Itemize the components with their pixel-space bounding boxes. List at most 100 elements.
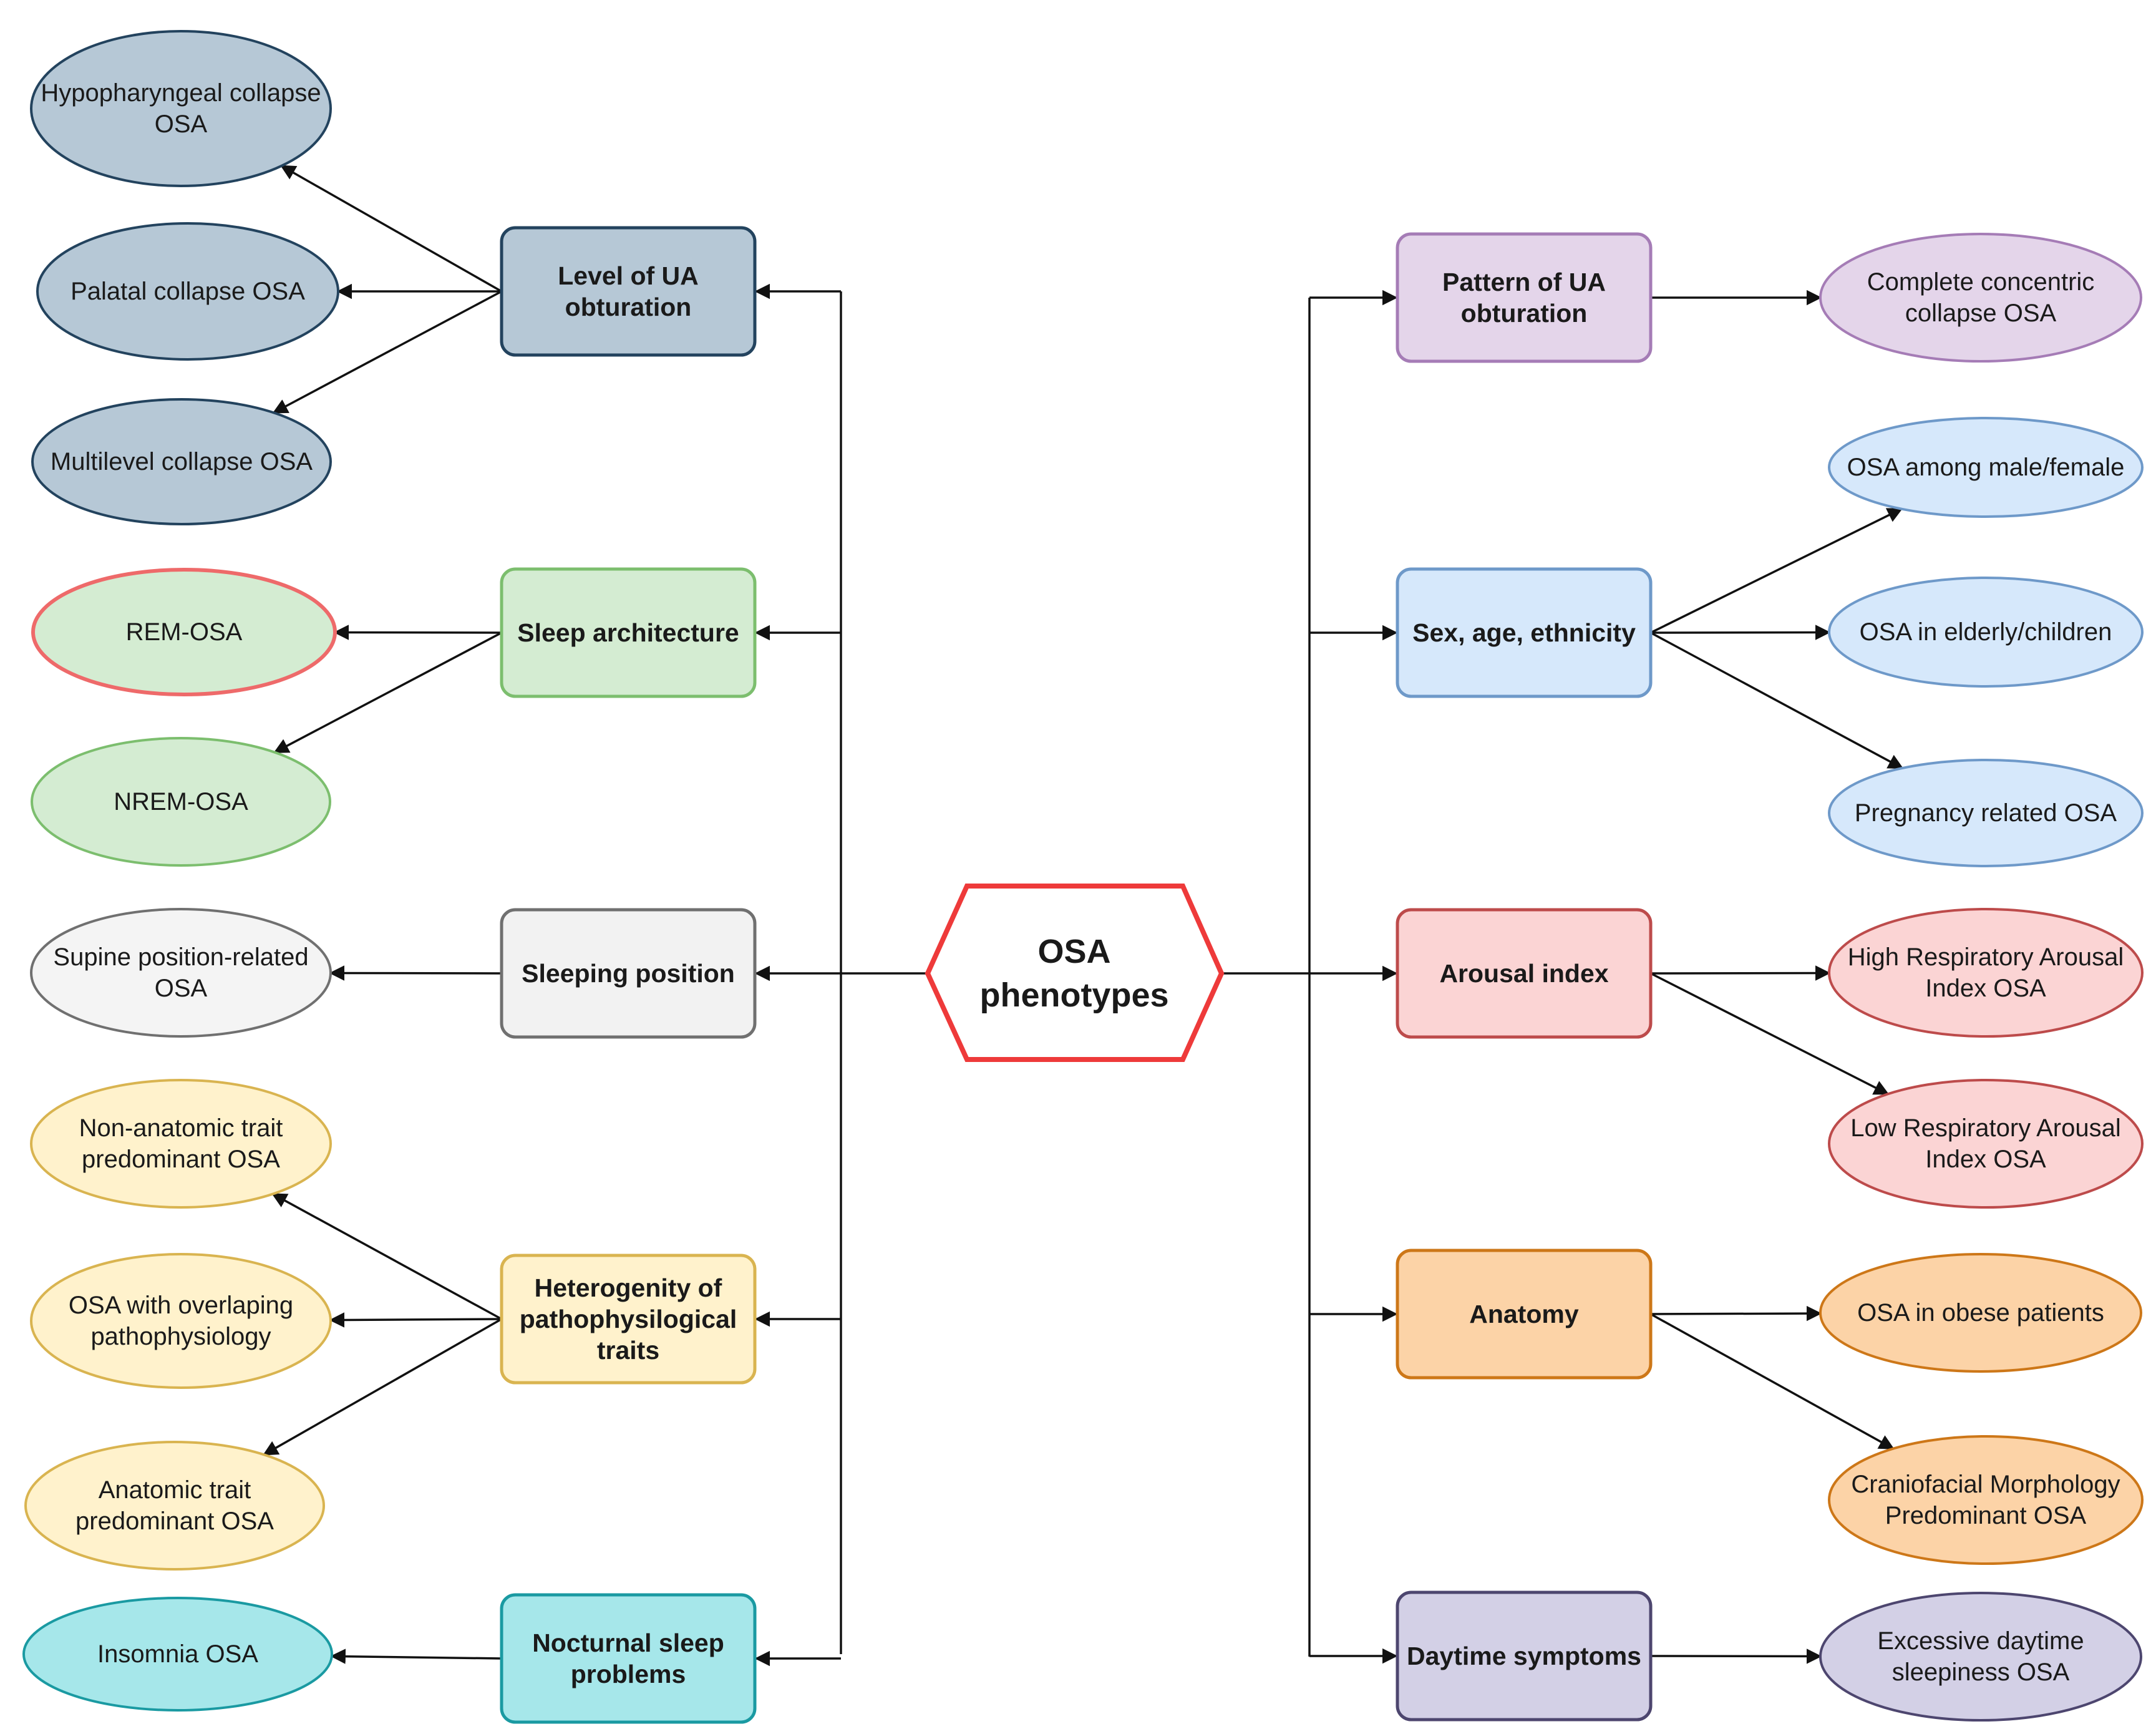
leaf-label-anattrait-line-1: Anatomic trait (99, 1476, 251, 1504)
leaf-ellipse-supine (30, 908, 332, 1038)
leaf-ellipse-daytimesleep (1819, 1592, 2142, 1722)
center-label-line-2: phenotypes (979, 977, 1168, 1014)
leaf-ellipse-cranio (1828, 1435, 2144, 1565)
category-label-sex_age-line-1: Sex, age, ethnicity (1412, 618, 1636, 647)
leaf-node-pregnancy: Pregnancy related OSA (1828, 759, 2144, 867)
category-box-pattern_ua (1396, 232, 1653, 363)
category-label-nocturnal-line-2: problems (571, 1660, 686, 1688)
category-label-hetero-line-1: Heterogenity of (535, 1274, 722, 1302)
leaf-node-palatal: Palatal collapse OSA (36, 222, 339, 361)
category-node-arousal: Arousal index (1396, 908, 1653, 1039)
leaf-label-anattrait-line-2: predominant OSA (75, 1507, 274, 1535)
category-node-sleep_arch: Sleep architecture (500, 567, 757, 698)
category-box-hetero (500, 1254, 757, 1385)
category-label-hetero-line-3: traits (597, 1336, 659, 1365)
leaf-label-cranio-line-1: Craniofacial Morphology (1851, 1471, 2120, 1498)
leaf-ellipse-lowarousal (1828, 1079, 2144, 1209)
category-node-pattern_ua: Pattern of UA obturation (1396, 232, 1653, 363)
edge-hetero-to-overlap (329, 1312, 502, 1328)
category-label-sleep_arch-line-1: Sleep architecture (517, 618, 739, 647)
category-box-level_ua (500, 226, 757, 357)
category-label-pattern_ua-line-2: obturation (1461, 299, 1588, 328)
category-node-daytime: Daytime symptoms (1396, 1590, 1653, 1722)
center-hexagon (925, 884, 1225, 1062)
leaf-label-nonanat-line-2: predominant OSA (82, 1146, 280, 1173)
leaf-node-rem: REM-OSA (31, 568, 337, 696)
category-label-hetero-line-2: pathophysilogical (520, 1305, 737, 1333)
leaf-node-insomnia: Insomnia OSA (22, 1597, 333, 1712)
category-label-pattern_ua-line-1: Pattern of UA (1442, 268, 1606, 296)
leaf-label-malefemale-line-1: OSA among male/female (1847, 454, 2125, 481)
category-label-arousal-line-1: Arousal index (1439, 959, 1608, 988)
category-label-sleep_pos-line-1: Sleeping position (522, 959, 735, 988)
edge-nocturnal-to-insomnia (330, 1649, 502, 1664)
center-node: OSA phenotypes (925, 884, 1225, 1062)
leaf-ellipse-hypo (30, 30, 332, 187)
category-label-level_ua-line-2: obturation (565, 293, 692, 321)
leaf-ellipse-multilevel (31, 398, 332, 525)
leaf-node-daytimesleep: Excessive daytime sleepiness OSA (1819, 1592, 2142, 1722)
leaf-ellipse-concentric (1819, 233, 2142, 363)
leaf-label-higharousal-line-1: High Respiratory Arousal (1848, 943, 2124, 971)
leaf-ellipse-pregnancy (1828, 759, 2144, 867)
edge-hetero-to-anattrait (263, 1318, 502, 1456)
leaf-label-higharousal-line-2: Index OSA (1925, 975, 2046, 1002)
leaf-label-nonanat-line-1: Non-anatomic trait (79, 1114, 283, 1142)
connector-edges (263, 165, 1904, 1667)
leaf-node-anattrait: Anatomic trait predominant OSA (24, 1441, 325, 1571)
edge-level_ua-to-multilevel (272, 290, 502, 414)
category-label-nocturnal-line-1: Nocturnal sleep (532, 1629, 724, 1657)
edge-anatomy-to-obese (1650, 1305, 1822, 1322)
category-node-sex_age: Sex, age, ethnicity (1396, 567, 1653, 698)
leaf-ellipse-anattrait (24, 1441, 325, 1571)
leaf-label-nrem-line-1: NREM-OSA (114, 788, 248, 816)
leaf-ellipse-rem (31, 568, 337, 696)
leaf-node-elderly: OSA in elderly/children (1828, 577, 2144, 688)
leaf-label-supine-line-2: OSA (155, 975, 208, 1002)
leaf-node-obese: OSA in obese patients (1819, 1253, 2142, 1373)
category-label-anatomy-line-1: Anatomy (1469, 1300, 1579, 1328)
leaf-label-cranio-line-2: Predominant OSA (1885, 1502, 2087, 1529)
leaf-label-pregnancy-line-1: Pregnancy related OSA (1855, 799, 2117, 827)
category-box-daytime (1396, 1590, 1653, 1722)
leaf-ellipse-obese (1819, 1253, 2142, 1373)
category-node-hetero: Heterogenity of pathophysilogical traits (500, 1254, 757, 1385)
edge-sleep_arch-to-rem (333, 625, 502, 640)
leaf-ellipse-nonanat (30, 1079, 332, 1209)
leaf-node-nonanat: Non-anatomic trait predominant OSA (30, 1079, 332, 1209)
leaf-label-insomnia-line-1: Insomnia OSA (97, 1640, 258, 1668)
leaf-label-obese-line-1: OSA in obese patients (1857, 1299, 2104, 1327)
edge-sex_age-to-elderly (1650, 625, 1831, 640)
edge-anatomy-to-cranio (1650, 1313, 1895, 1450)
leaf-ellipse-overlap (30, 1253, 332, 1389)
leaf-label-daytimesleep-line-1: Excessive daytime (1877, 1627, 2084, 1655)
category-box-sex_age (1396, 567, 1653, 698)
leaf-node-malefemale: OSA among male/female (1828, 417, 2144, 518)
leaf-label-concentric-line-1: Complete concentric (1867, 268, 2095, 296)
leaf-ellipse-higharousal (1828, 908, 2144, 1038)
leaf-label-elderly-line-1: OSA in elderly/children (1860, 618, 2112, 646)
category-node-sleep_pos: Sleeping position (500, 908, 757, 1039)
leaf-ellipse-nrem (31, 737, 331, 867)
leaf-label-lowarousal-line-1: Low Respiratory Arousal (1850, 1114, 2121, 1142)
edge-arousal-to-lowarousal (1650, 972, 1890, 1095)
edge-hetero-to-nonanat (271, 1192, 502, 1320)
leaf-label-overlap-line-2: pathophysiology (90, 1323, 271, 1350)
leaf-label-hypo-line-1: Hypopharyngeal collapse (41, 79, 321, 107)
leaf-label-daytimesleep-line-2: sleepiness OSA (1892, 1658, 2070, 1686)
leaf-label-supine-line-1: Supine position-related (53, 943, 308, 971)
center-label-line-1: OSA (1037, 933, 1110, 970)
edge-daytime-to-daytimesleep (1650, 1649, 1822, 1664)
category-box-nocturnal (500, 1593, 757, 1724)
leaf-node-multilevel: Multilevel collapse OSA (31, 398, 332, 525)
edge-sex_age-to-malefemale (1650, 508, 1903, 634)
leaf-label-multilevel-line-1: Multilevel collapse OSA (51, 448, 313, 475)
category-label-daytime-line-1: Daytime symptoms (1407, 1642, 1641, 1670)
